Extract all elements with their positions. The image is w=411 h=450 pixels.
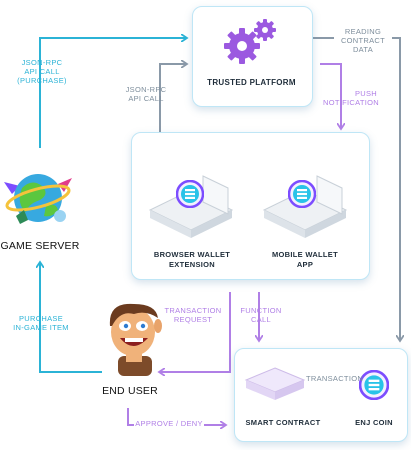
edge-transaction-request — [160, 292, 231, 372]
edge-label-reading-contract-2: CONTRACT — [334, 36, 392, 45]
edge-label-approve-deny: APPROVE / DENY — [134, 419, 204, 428]
edge-label-push-notification-1: PUSH — [354, 89, 378, 98]
game-server-label: GAME SERVER — [0, 240, 80, 252]
edge-label-purchase-item-1: PURCHASE — [18, 314, 64, 323]
gear-icon — [224, 19, 276, 64]
game-globe-icon — [4, 174, 72, 224]
edge-label-json-rpc-api-2: API CALL — [128, 94, 164, 103]
end-user-label: END USER — [102, 385, 158, 397]
trusted-platform-card — [192, 6, 313, 107]
enj-coin-icon — [359, 370, 389, 400]
edge-label-function-call-1: FUNCTION — [240, 306, 282, 315]
enjin-coin-icon — [176, 180, 204, 208]
edge-label-purchase-item-2: IN-GAME ITEM — [13, 323, 69, 332]
trusted-platform-label: TRUSTED PLATFORM — [207, 78, 296, 87]
edge-label-json-rpc-api-1: JSON-RPC — [125, 85, 167, 94]
browser-wallet-label-2: EXTENSION — [168, 260, 216, 269]
edge-label-json-rpc-purchase-1: JSON-RPC — [21, 58, 63, 67]
browser-wallet-label-1: BROWSER WALLET — [153, 250, 231, 259]
mobile-wallet-label-1: MOBILE WALLET — [272, 250, 338, 259]
enj-coin-label: ENJ COIN — [355, 418, 393, 427]
edge-purchase-in-game-item — [40, 263, 102, 373]
edge-label-transaction-request-2: REQUEST — [173, 315, 213, 324]
enjin-coin-icon — [288, 180, 316, 208]
edge-label-push-notification-2: NOTIFICATION — [323, 98, 379, 107]
edge-label-reading-contract-1: READING — [344, 27, 382, 36]
avatar-icon — [109, 303, 162, 376]
mobile-wallet-tile-icon — [262, 175, 348, 238]
smart-contract-tile-icon — [244, 367, 306, 400]
edge-label-transaction-request-1: TRANSACTION — [164, 306, 222, 315]
edge-json-rpc-api — [159, 64, 186, 132]
edge-label-function-call-2: CALL — [251, 315, 271, 324]
edge-label-json-rpc-purchase-2: API CALL — [24, 67, 60, 76]
edge-push-notification — [320, 63, 341, 128]
edge-json-rpc-purchase — [39, 38, 186, 148]
mobile-wallet-label-2: APP — [296, 260, 314, 269]
edge-label-reading-contract-3: DATA — [352, 45, 374, 54]
edge-label-json-rpc-purchase-3: (PURCHASE) — [17, 76, 67, 85]
edge-label-transaction: TRANSACTION — [306, 374, 364, 383]
smart-contract-label: SMART CONTRACT — [245, 418, 321, 427]
